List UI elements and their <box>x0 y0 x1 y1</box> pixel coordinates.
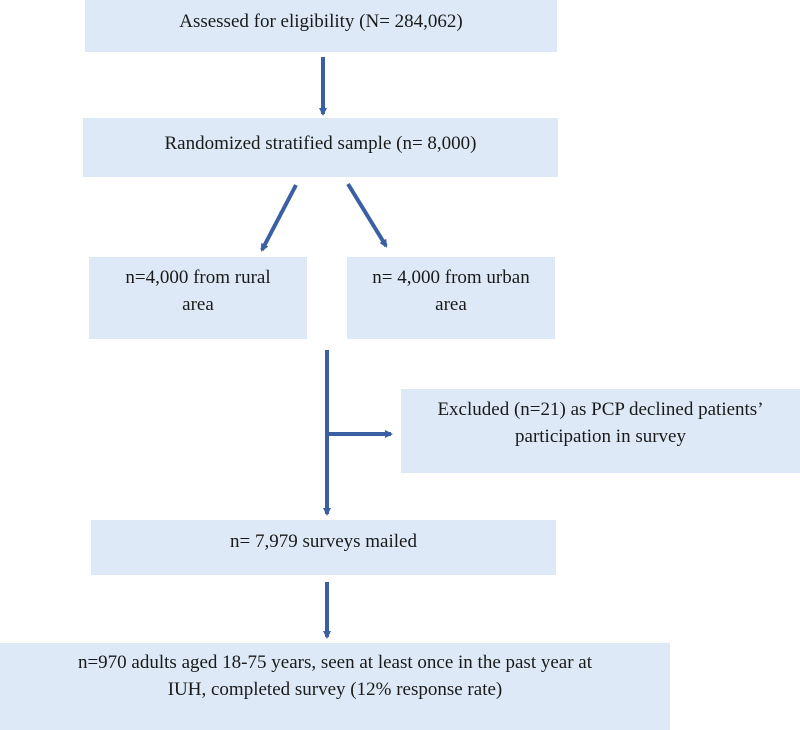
urban-area-box: n= 4,000 from urban area <box>347 257 555 339</box>
survey-completed-text-line1: n=970 adults aged 18-75 years, seen at l… <box>77 652 593 673</box>
eligibility-box: Assessed for eligibility (N= 284,062) <box>85 0 557 52</box>
urban-area-text-line2: area <box>435 294 467 315</box>
rural-area-text-line2: area <box>182 294 214 315</box>
excluded-text-line2: participation in survey <box>515 426 686 447</box>
surveys-mailed-text: n= 7,979 surveys mailed <box>230 531 417 552</box>
rural-area-box: n=4,000 from rural area <box>89 257 307 339</box>
excluded-text-line1: Excluded (n=21) as PCP declined patients… <box>437 399 764 420</box>
surveys-mailed-box: n= 7,979 surveys mailed <box>91 520 556 575</box>
survey-completed-text-line2: IUH, completed survey (12% response rate… <box>167 679 503 700</box>
arrow-randomized-to-urban <box>346 182 388 248</box>
randomized-sample-box: Randomized stratified sample (n= 8,000) <box>83 118 558 177</box>
excluded-box: Excluded (n=21) as PCP declined patients… <box>401 389 800 473</box>
rural-area-text-line1: n=4,000 from rural <box>125 267 271 288</box>
eligibility-text: Assessed for eligibility (N= 284,062) <box>179 11 463 32</box>
survey-completed-box: n=970 adults aged 18-75 years, seen at l… <box>0 643 670 730</box>
arrow-randomized-to-rural <box>260 184 298 252</box>
randomized-sample-text: Randomized stratified sample (n= 8,000) <box>164 133 477 154</box>
urban-area-text-line1: n= 4,000 from urban <box>372 267 530 288</box>
